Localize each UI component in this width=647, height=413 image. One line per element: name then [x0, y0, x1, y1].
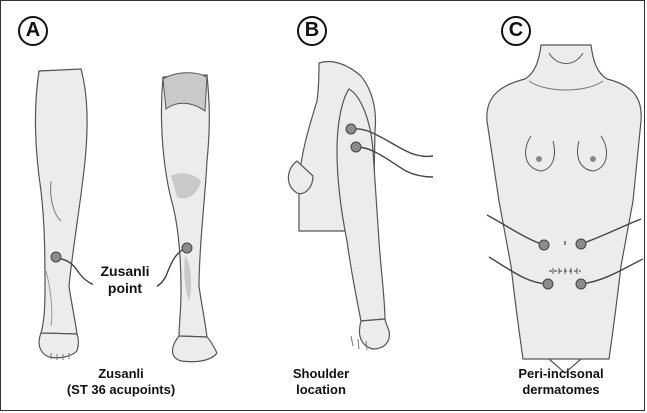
panel-c-caption: Peri-incisonal dermatomes — [496, 366, 626, 398]
callout-line-2: point — [93, 280, 157, 297]
panel-a-caption: Zusanli (ST 36 acupoints) — [41, 366, 201, 398]
arm — [337, 89, 389, 349]
panel-c-caption-line-1: Peri-incisonal — [496, 366, 626, 382]
panel-c-label: C — [501, 16, 531, 46]
left-leg — [35, 69, 87, 358]
panel-b-caption: Shoulder location — [271, 366, 371, 398]
panel-a-caption-line-1: Zusanli — [41, 366, 201, 382]
torso-front — [487, 45, 641, 359]
panel-a-label: A — [18, 16, 48, 46]
right-leg — [161, 75, 217, 362]
callout-line-1: Zusanli — [93, 263, 157, 280]
zusanli-point-callout: Zusanli point — [93, 263, 157, 297]
panel-c-caption-line-2: dermatomes — [496, 382, 626, 398]
panel-a-caption-line-2: (ST 36 acupoints) — [41, 382, 201, 398]
panel-b-label: B — [297, 16, 327, 46]
panel-b-caption-line-2: location — [271, 382, 371, 398]
panel-b-caption-line-1: Shoulder — [271, 366, 371, 382]
